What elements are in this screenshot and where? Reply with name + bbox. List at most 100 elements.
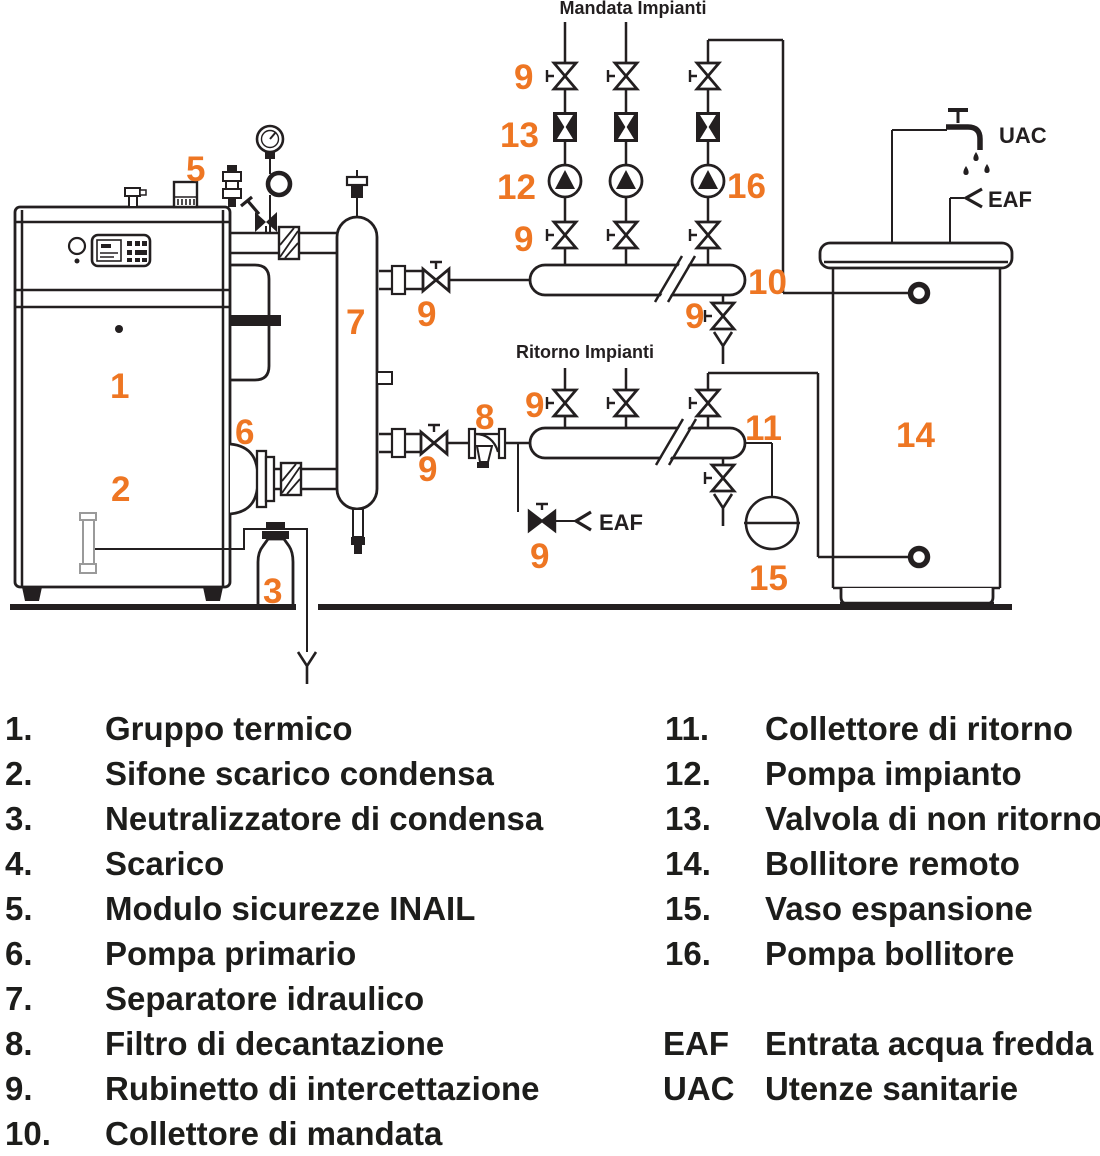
boiler-unit [13, 205, 232, 601]
legend-abbrev: EAF [663, 1025, 729, 1062]
legend-text: Filtro di decantazione [105, 1025, 445, 1062]
legend-text: Utenze sanitarie [765, 1070, 1019, 1107]
legend-text: Gruppo termico [105, 710, 353, 747]
flow-title: Mandata Impianti [559, 0, 706, 18]
legend-text: Sifone scarico condensa [105, 755, 494, 792]
label-11: 11 [745, 409, 782, 448]
lever-valve-icon [239, 195, 277, 232]
safety-valve-icon [222, 165, 242, 207]
legend-number: 9. [5, 1070, 33, 1107]
vent-fitting-icon [124, 187, 147, 208]
legend-text: Scarico [105, 845, 225, 882]
diagram-labels: Mandata Impianti Ritorno Impianti UAC EA… [110, 0, 1047, 611]
heating-riser-1 [545, 22, 583, 265]
legend-number: 3. [5, 800, 33, 837]
legend-text: Bollitore remoto [765, 845, 1020, 882]
eaf-label: EAF [599, 510, 643, 535]
label-2: 2 [111, 470, 130, 509]
flow-manifold [528, 263, 747, 297]
boiler-foot [22, 587, 42, 601]
legend-text: Modulo sicurezze INAIL [105, 890, 476, 927]
legend-number: 12. [665, 755, 711, 792]
separator-drain-icon [351, 508, 365, 554]
flow-circuit [379, 22, 911, 366]
legend-number: 6. [5, 935, 33, 972]
inail-module-box [172, 180, 199, 209]
boiler-rear-vessel [225, 263, 281, 382]
return-circuit [379, 368, 911, 559]
label-15: 15 [749, 559, 788, 598]
legend-text: Entrata acqua fredda [765, 1025, 1094, 1062]
tank-port [907, 281, 931, 305]
legend-number: 11. [665, 710, 710, 747]
hydraulic-separator [335, 170, 393, 554]
label-9: 9 [514, 220, 533, 259]
legend-number: 4. [5, 845, 33, 882]
gauge-loop-icon [265, 170, 293, 198]
boiler-foot [203, 587, 223, 601]
label-8: 8 [475, 398, 494, 437]
legend-text: Separatore idraulico [105, 980, 425, 1017]
legend-number: 8. [5, 1025, 33, 1062]
legend-number: 2. [5, 755, 33, 792]
boiler-control-panel [67, 233, 152, 268]
legend-text: Collettore di mandata [105, 1115, 443, 1152]
water-drop-icon [973, 152, 979, 161]
expansion-vessel [744, 442, 800, 551]
label-14: 14 [896, 416, 935, 455]
tank-port [907, 545, 931, 569]
legend-number: 13. [665, 800, 711, 837]
label-16: 16 [727, 167, 766, 206]
label-5: 5 [186, 150, 205, 189]
return-riser-2 [606, 368, 639, 428]
return-title: Ritorno Impianti [516, 342, 654, 362]
legend-number: 5. [5, 890, 33, 927]
pipe-collar [390, 264, 407, 296]
eaf-label: EAF [988, 187, 1032, 212]
label-7: 7 [346, 303, 365, 342]
pipe-collar [390, 427, 407, 459]
label-9: 9 [417, 295, 436, 334]
storage-tank [818, 108, 1014, 607]
legend-text: Rubinetto di intercettazione [105, 1070, 540, 1107]
legend-number: 10. [5, 1115, 51, 1152]
condensate-siphon [79, 512, 97, 574]
legend-number: 7. [5, 980, 33, 1017]
legend-text: Pompa primario [105, 935, 357, 972]
label-9: 9 [418, 450, 437, 489]
legend-number: 16. [665, 935, 711, 972]
label-12: 12 [497, 168, 536, 207]
legend-text: Collettore di ritorno [765, 710, 1073, 747]
eaf-arrow-icon [962, 187, 983, 209]
legend-text: Vaso espansione [765, 890, 1033, 927]
label-1: 1 [110, 367, 129, 406]
primary-piping [229, 225, 338, 516]
eaf-arrow-icon [572, 510, 592, 532]
return-manifold [528, 426, 747, 460]
legend-text: Pompa impianto [765, 755, 1022, 792]
strainer-filter [467, 427, 507, 468]
inail-safety-group [239, 124, 293, 233]
air-vent-icon [345, 170, 369, 217]
dhw-return-riser [688, 371, 911, 559]
legend-abbrev: UAC [663, 1070, 735, 1107]
hydraulic-schematic: Mandata Impianti Ritorno Impianti UAC EA… [10, 0, 1047, 686]
tap-icon [946, 108, 990, 175]
condensate-neutralizer [256, 522, 295, 605]
condensate-drain-line [94, 528, 318, 686]
label-6: 6 [235, 413, 254, 452]
dhw-riser [688, 38, 911, 295]
legend-text: Valvola di non ritorno [765, 800, 1100, 837]
label-9: 9 [685, 297, 704, 336]
sensor-pocket [376, 371, 393, 385]
legend-number: 1. [5, 710, 33, 747]
label-3: 3 [263, 572, 282, 611]
label-10: 10 [748, 263, 787, 302]
return-riser-1 [545, 368, 578, 428]
label-9: 9 [525, 386, 544, 425]
legend-text: Neutralizzatore di condensa [105, 800, 544, 837]
legend-number: 15. [665, 890, 711, 927]
legend-number: 14. [665, 845, 711, 882]
manifold-drain [703, 458, 736, 528]
